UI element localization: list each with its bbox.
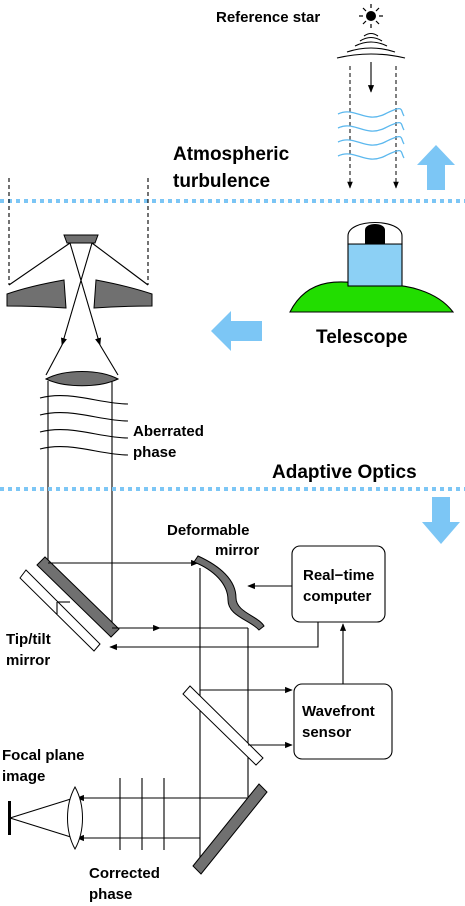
control-signal-arrows [109,582,347,684]
wavefront-beam-splitter [182,685,264,766]
focusing-lens [67,785,83,851]
telescope-input-rays [8,178,149,285]
down-arrow-icon [422,497,460,544]
corrected-label-line1: Corrected [89,865,160,882]
collimated-beam [47,381,113,628]
tiptilt-label-line2: mirror [6,652,50,669]
atmospheric-label-line1: Atmospheric [173,144,290,165]
sun-star-icon [359,4,383,28]
realtime-label-line2: computer [303,588,372,605]
beam-from-deformable-mirror [199,568,249,870]
deformable-mirror [193,555,265,631]
left-arrow-icon [211,311,262,351]
incoming-light-rays [347,66,399,189]
beam-to-wavefront-sensor [200,686,293,749]
aberrated-label-line1: Aberrated [133,423,204,440]
adaptive-optics-label: Adaptive Optics [272,462,417,483]
star-wavefronts [336,32,406,59]
tiptilt-beam-splitter [19,569,101,652]
reference-star-label: Reference star [216,9,320,26]
primary-mirror-right [93,279,153,309]
primary-mirror-left [6,279,67,309]
realtime-label-line1: Real−time [303,567,374,584]
atmospheric-label-line2: turbulence [173,171,270,192]
focal-plane-detector [8,801,11,835]
wavefront-sensor-box [293,683,393,760]
aberrated-label-line2: phase [133,444,176,461]
telescope-label: Telescope [316,327,408,348]
tiptilt-mirror [36,556,120,638]
aberrated-wavefronts [39,395,129,456]
focal-label-line2: image [2,768,45,785]
collimating-lens [44,371,120,387]
beam-to-deformable-mirror [48,559,248,632]
wavefront-label-line2: sensor [302,724,351,741]
turbulence-waves [337,108,405,160]
realtime-computer-box [291,545,386,623]
fold-mirror [192,783,268,875]
corrected-wavefronts [119,778,165,850]
secondary-mirror [63,234,99,244]
telescope-building [289,221,455,313]
deformable-label-line1: Deformable [167,522,250,539]
corrected-beam [9,794,248,842]
tiptilt-label-line1: Tip/tilt [6,631,51,648]
telescope-light-path [8,242,149,376]
focal-label-line1: Focal plane [2,747,85,764]
wavefront-label-line1: Wavefront [302,703,375,720]
up-arrow-icon [417,145,455,190]
deformable-label-line2: mirror [215,542,259,559]
corrected-label-line2: phase [89,886,132,903]
